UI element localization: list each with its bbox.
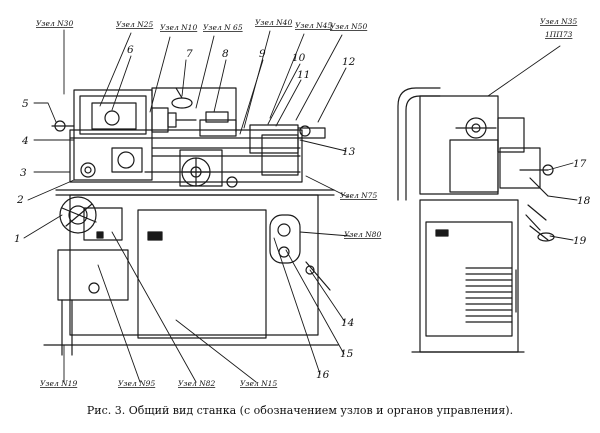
callout-16: 16 [316,369,330,381]
side-view-drawing [397,87,555,353]
callout-9: 9 [259,48,266,60]
unit-label-50: Узел N50 [330,22,367,31]
callout-19: 19 [573,235,587,247]
front-view-drawing [43,87,339,356]
callout-2: 2 [16,194,24,206]
callout-4: 4 [21,135,29,147]
unit-label-45: Узел N45 [295,21,332,30]
callout-10: 10 [292,52,306,64]
callout-18: 18 [577,195,591,207]
callout-6: 6 [127,44,134,56]
unit-label-35-model: 1ПП73 [545,30,573,39]
callout-11: 11 [297,69,310,81]
callout-12: 12 [342,56,356,68]
callout-3: 3 [20,167,27,179]
unit-label-40: Узел N40 [255,18,292,27]
callout-1: 1 [14,233,21,245]
unit-label-35: Узел N35 [540,17,577,26]
callout-15: 15 [340,348,354,360]
callout-5: 5 [22,98,29,110]
unit-label-10: Узел N10 [160,23,197,32]
callout-13: 13 [342,146,356,158]
unit-label-15: Узел N15 [240,379,277,388]
unit-label-82: Узел N82 [178,379,215,388]
callout-7: 7 [186,48,193,60]
leader-lines [23,29,578,383]
unit-label-30: Узел N30 [36,19,73,28]
unit-label-75: Узел N75 [340,191,377,200]
unit-labels: Узел N30 Узел N25 Узел N10 Узел N 65 Узе… [36,17,577,388]
callout-17: 17 [573,158,587,170]
figure-caption: Рис. 3. Общий вид станка (с обозначением… [86,404,514,417]
callout-14: 14 [341,317,354,329]
callout-8: 8 [222,48,229,60]
unit-label-19: Узел N19 [40,379,77,388]
callout-numbers: 1 2 3 4 5 6 7 8 9 10 11 12 13 14 15 16 1… [14,44,591,381]
unit-label-65: Узел N 65 [203,23,243,32]
unit-label-25: Узел N25 [116,20,153,29]
unit-label-95: Узел N95 [118,379,155,388]
unit-label-80: Узел N80 [344,230,381,239]
